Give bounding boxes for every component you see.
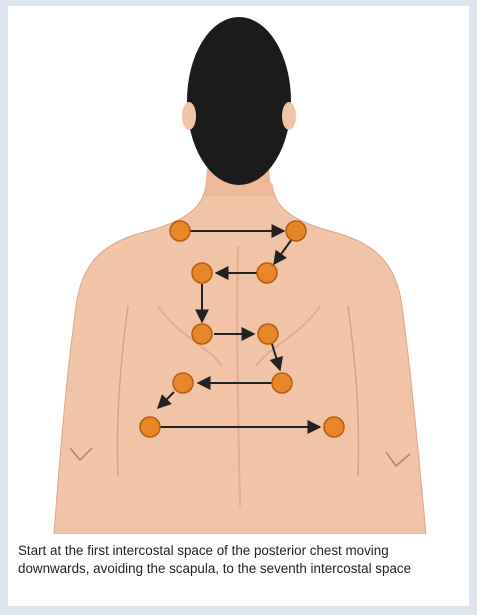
auscultation-point-9 xyxy=(140,417,160,437)
left-ear xyxy=(182,102,196,130)
posterior-chest-illustration xyxy=(8,6,469,534)
auscultation-point-1 xyxy=(170,221,190,241)
auscultation-point-4 xyxy=(192,263,212,283)
right-ear xyxy=(282,102,296,130)
auscultation-point-3 xyxy=(257,263,277,283)
figure-frame: Start at the first intercostal space of … xyxy=(8,6,469,606)
auscultation-point-8 xyxy=(173,373,193,393)
auscultation-point-10 xyxy=(324,417,344,437)
auscultation-point-2 xyxy=(286,221,306,241)
auscultation-point-5 xyxy=(192,324,212,344)
head-hair xyxy=(187,17,291,185)
figure-caption: Start at the first intercostal space of … xyxy=(18,542,463,578)
auscultation-point-7 xyxy=(272,373,292,393)
auscultation-point-6 xyxy=(258,324,278,344)
